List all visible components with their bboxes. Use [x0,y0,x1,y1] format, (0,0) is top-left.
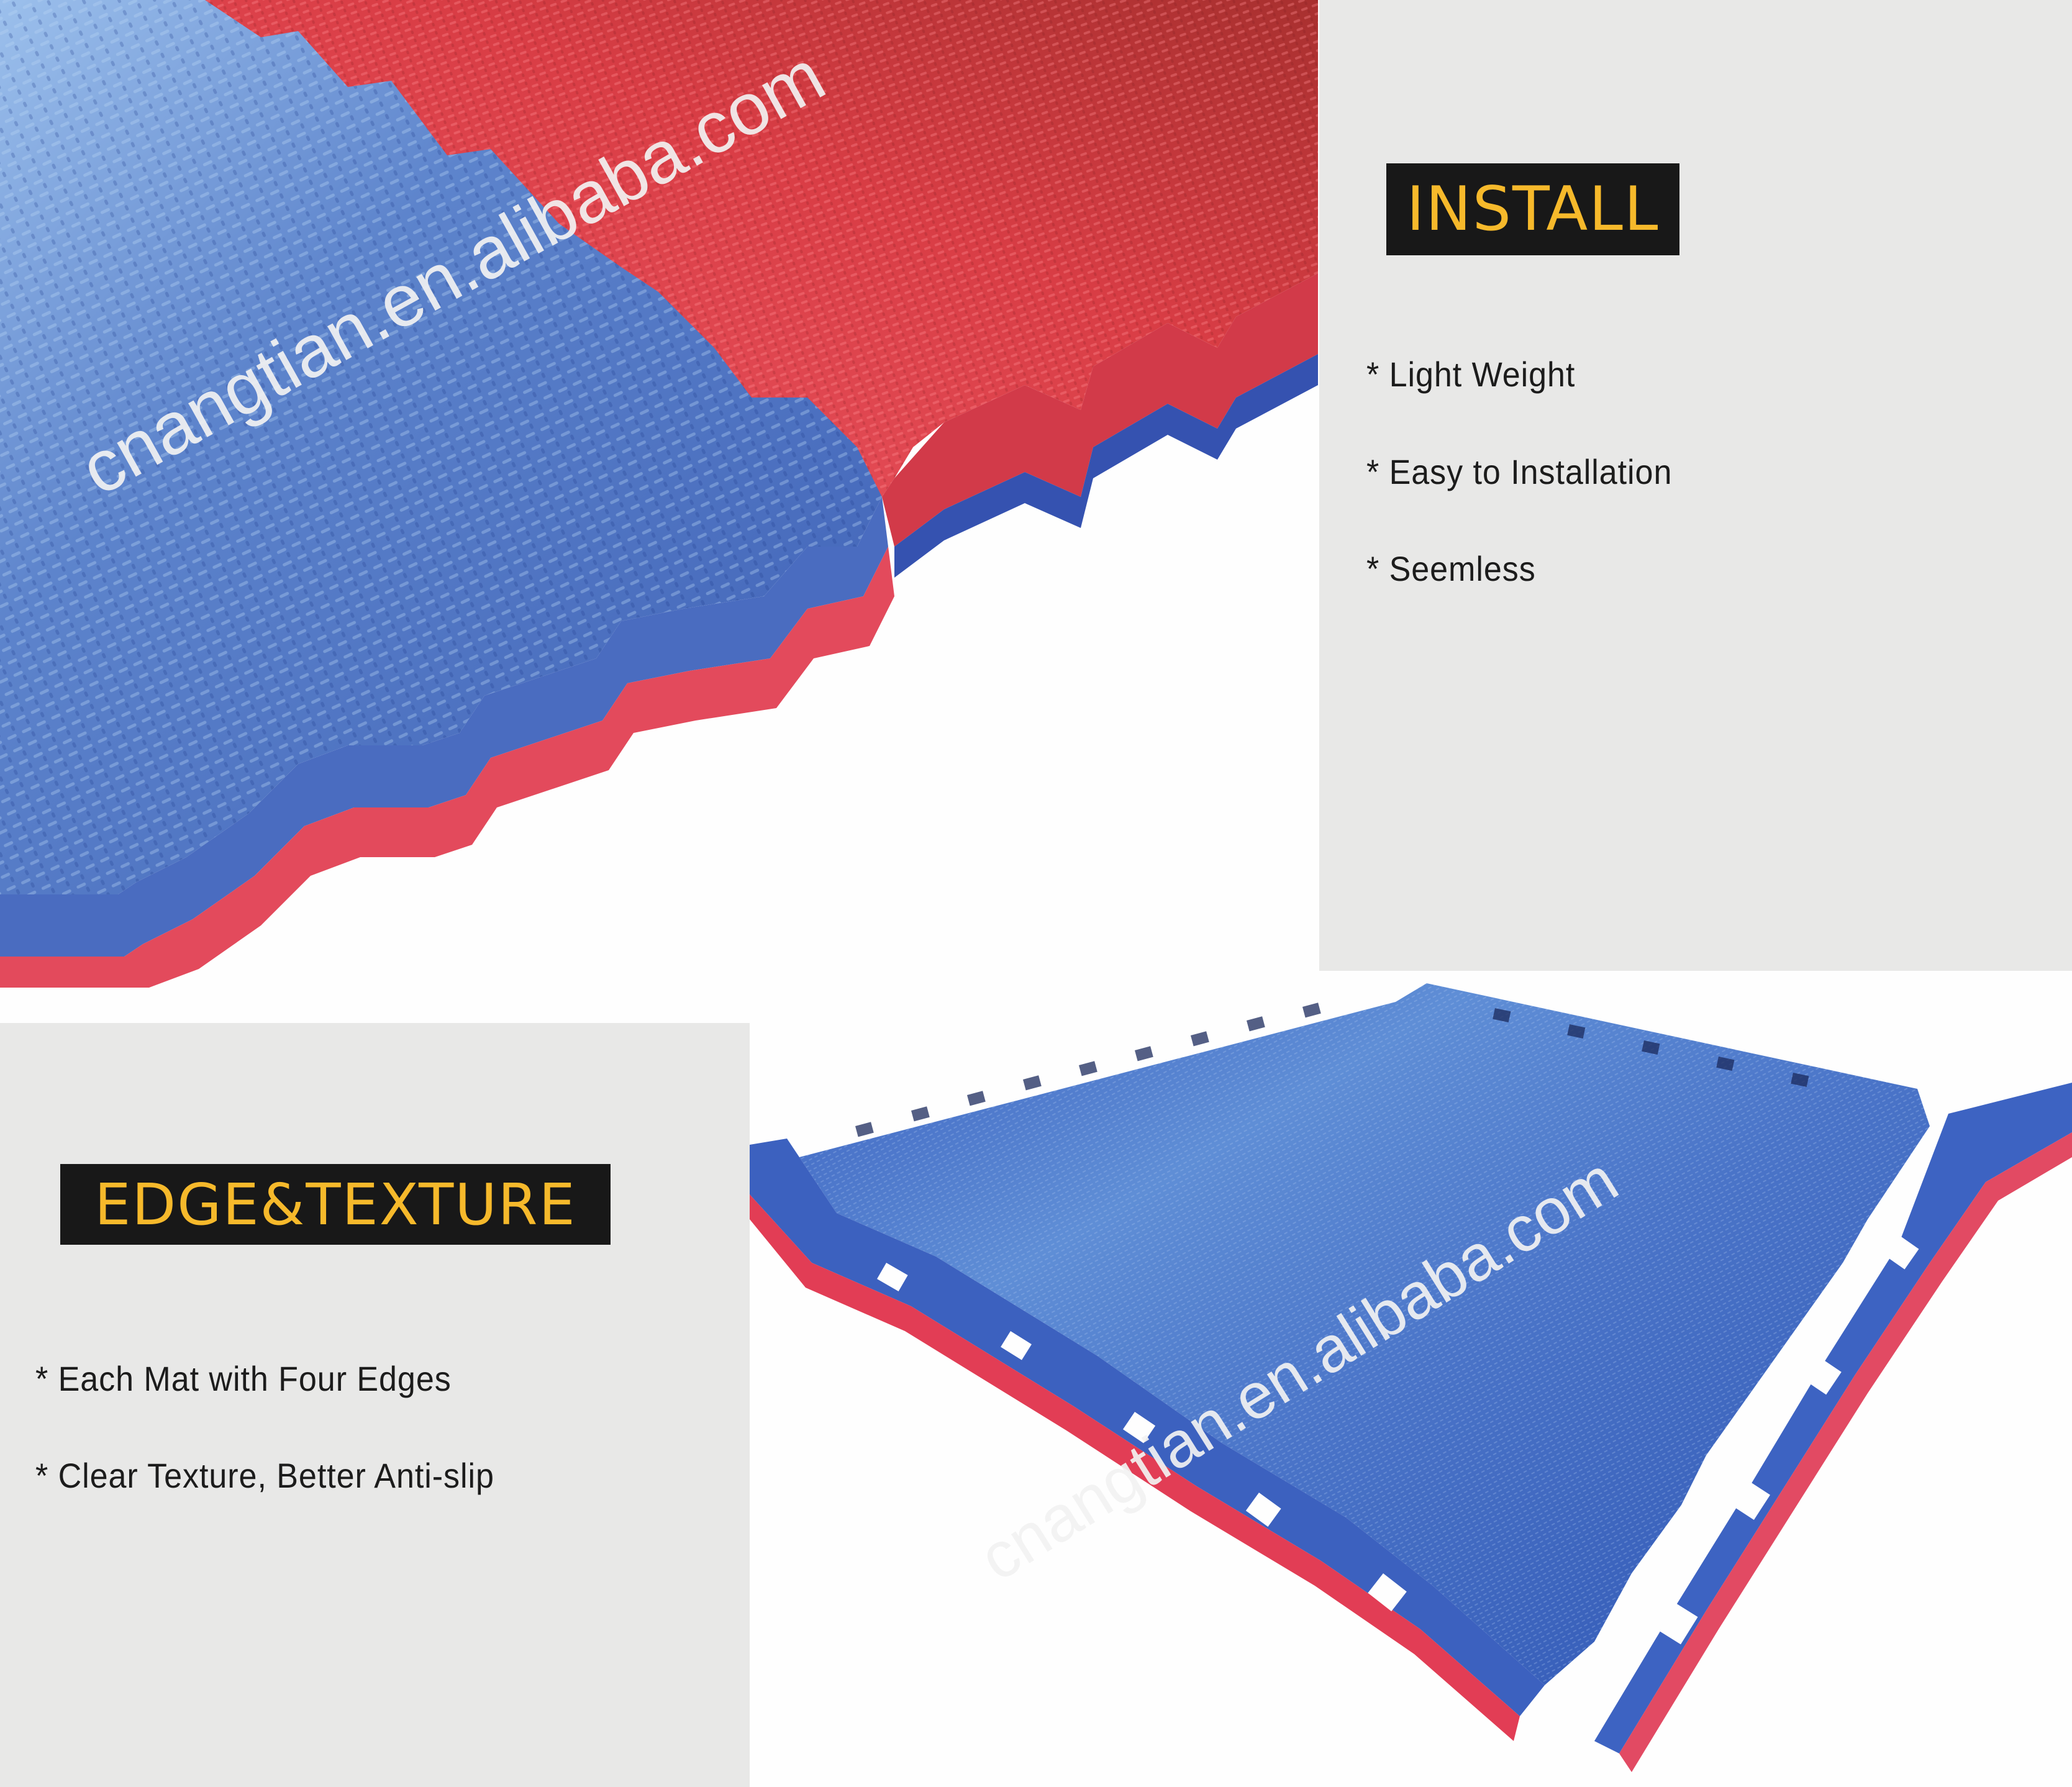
top-product-photo: cnangtian.en.alibaba.com [0,0,1318,988]
feature-four-edges: * Each Mat with Four Edges [35,1359,452,1398]
bottom-product-photo: cnangtian.en.alibaba.com [750,971,2072,1787]
edge-texture-heading: EDGE&TEXTURE [60,1164,611,1245]
install-panel: INSTALL * Light Weight * Easy to Install… [1319,0,2072,971]
feature-light-weight: * Light Weight [1366,355,1576,394]
install-heading: INSTALL [1386,163,1679,255]
feature-anti-slip: * Clear Texture, Better Anti-slip [35,1456,494,1495]
feature-seamless: * Seemless [1366,549,1536,588]
edge-texture-panel: EDGE&TEXTURE * Each Mat with Four Edges … [0,1023,750,1787]
feature-easy-installation: * Easy to Installation [1366,452,1673,491]
mat-closeup-illustration: cnangtian.en.alibaba.com [0,0,1318,988]
full-mat-illustration: cnangtian.en.alibaba.com [750,983,2072,1772]
